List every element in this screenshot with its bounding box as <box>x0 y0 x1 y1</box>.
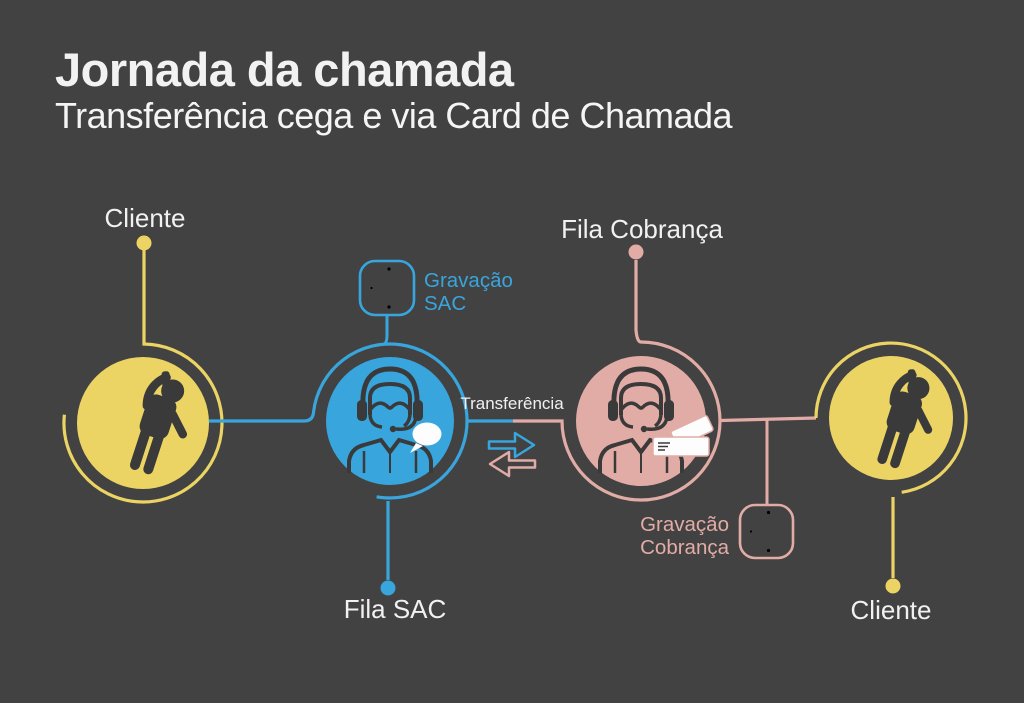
recording-cobranca-frame <box>738 503 795 560</box>
speech-bubble-icon <box>410 422 442 453</box>
connector-cobranca-to-client <box>719 416 817 423</box>
header: Jornada da chamada Transferência cega e … <box>55 43 734 136</box>
credit-card-icon <box>652 414 714 457</box>
sac-queue-dot <box>380 580 396 596</box>
page-title: Jornada da chamada <box>55 43 515 96</box>
recording-cobranca-label-line2: Cobrança <box>640 536 729 559</box>
client-start-label: Cliente <box>105 203 186 233</box>
sac-agent-circle <box>326 357 454 485</box>
cobranca-queue-dot <box>628 244 644 260</box>
connector-client-to-sac <box>209 342 469 500</box>
client-end-label: Cliente <box>851 595 932 625</box>
transfer-label: Transferência <box>460 394 564 413</box>
transfer-arrow-right-icon <box>487 431 536 459</box>
node-client-start: Cliente <box>62 203 224 504</box>
node-sac-agent: Fila SAC <box>326 357 454 624</box>
cobranca-ring <box>513 260 722 502</box>
waveform-icon <box>366 267 407 309</box>
client-end-dot <box>885 578 901 594</box>
page-subtitle: Transferência cega e via Card de Chamada <box>55 95 734 136</box>
transfer-arrow-left-icon <box>488 450 537 478</box>
recording-sac-badge: Gravação SAC <box>358 259 513 346</box>
node-client-end: Cliente <box>814 341 968 625</box>
recording-sac-label-line2: SAC <box>424 292 466 315</box>
client-start-ring <box>62 250 224 504</box>
node-cobranca-agent: Fila Cobrança <box>513 214 723 502</box>
transfer-section: Transferência <box>460 394 564 478</box>
client-start-dot <box>136 235 152 251</box>
recording-sac-frame <box>358 259 416 317</box>
sac-queue-label: Fila SAC <box>344 594 447 624</box>
recording-sac-line <box>383 315 389 346</box>
waveform-icon <box>745 510 786 553</box>
recording-cobranca-badge: Gravação Cobrança <box>640 503 795 560</box>
recording-sac-label-line1: Gravação <box>424 269 513 292</box>
recording-cobranca-label-line1: Gravação <box>640 513 729 536</box>
client-end-ring <box>814 341 968 494</box>
cobranca-queue-label: Fila Cobrança <box>561 214 723 244</box>
